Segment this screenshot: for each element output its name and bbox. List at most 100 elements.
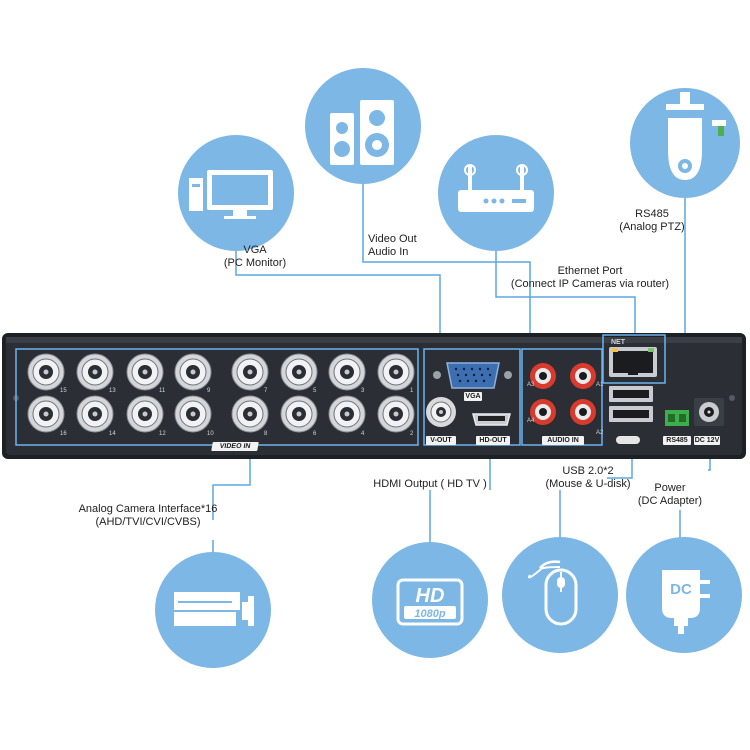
- audio-port-number: A4: [527, 418, 535, 424]
- bnc-connector: [126, 353, 164, 391]
- dvr-back-panel: [2, 333, 746, 459]
- ethernet-title: Ethernet Port: [557, 265, 623, 277]
- icon-circles: HD 1080p DC: [155, 68, 742, 668]
- line-video-audio: [362, 180, 531, 352]
- hdmi-port: [472, 413, 511, 426]
- line-analog-camera: [212, 450, 251, 520]
- audio-highlight: [521, 348, 603, 446]
- vga-title: VGA: [243, 244, 267, 256]
- hdmi-title: HDMI Output ( HD TV ): [373, 478, 487, 490]
- video-out-title: Video Out: [368, 233, 417, 245]
- bnc-connector: [231, 395, 269, 433]
- ptz-camera-icon: [630, 88, 740, 198]
- bnc-connector: [76, 353, 114, 391]
- usb-ports: [609, 386, 653, 444]
- port-number: 8: [264, 431, 268, 437]
- router-icon: [438, 135, 554, 251]
- port-number: 16: [60, 431, 67, 437]
- v-out-label: V-OUT: [426, 436, 456, 445]
- rca-connector: [570, 399, 596, 425]
- analog-camera-subtitle: (AHD/TVI/CVI/CVBS): [95, 516, 201, 528]
- rs485-label: RS485: [663, 436, 691, 445]
- svg-text:1080p: 1080p: [414, 608, 445, 620]
- line-ethernet: [495, 248, 636, 335]
- video-audio-callout: Video Out Audio In: [368, 233, 417, 259]
- dc12v-label: DC 12V: [694, 436, 720, 445]
- dc-adapter-icon: DC: [626, 537, 742, 653]
- vga-highlight: [423, 348, 521, 446]
- port-number: 11: [159, 388, 166, 394]
- net-label: NET: [611, 339, 625, 346]
- port-number: 3: [361, 388, 365, 394]
- port-number: 9: [207, 388, 211, 394]
- usb-title: USB 2.0*2: [562, 465, 614, 477]
- svg-text:HD: HD: [416, 585, 445, 607]
- net-highlight: [602, 334, 666, 384]
- port-number: 13: [109, 388, 116, 394]
- audio-port-number: A2: [596, 430, 604, 436]
- bnc-connector: [174, 353, 212, 391]
- video-in-label: VIDEO IN: [211, 442, 259, 451]
- rca-connector: [570, 363, 596, 389]
- svg-text:DC: DC: [670, 581, 692, 598]
- bnc-connectors: [27, 353, 415, 433]
- speaker-icon: [305, 68, 421, 184]
- bnc-connector: [377, 353, 415, 391]
- port-number: 4: [361, 431, 365, 437]
- rs485-title: RS485: [635, 208, 669, 220]
- port-number: 6: [313, 431, 317, 437]
- cctv-camera-icon: [155, 552, 271, 668]
- bnc-connector: [280, 395, 318, 433]
- rs485-subtitle: (Analog PTZ): [619, 221, 685, 233]
- dc-jack: [694, 398, 724, 426]
- port-number: 7: [264, 388, 268, 394]
- port-number: 5: [313, 388, 317, 394]
- usb-callout: USB 2.0*2 (Mouse & U-disk): [546, 465, 631, 491]
- ethernet-callout: Ethernet Port (Connect IP Cameras via ro…: [511, 265, 669, 291]
- vga-port: [433, 362, 512, 389]
- rs485-callout: RS485 (Analog PTZ): [619, 208, 684, 234]
- line-vga: [235, 240, 441, 345]
- audio-in-connectors: [530, 363, 596, 425]
- ethernet-port: [609, 347, 657, 377]
- port-number: 10: [207, 431, 214, 437]
- bnc-connector: [76, 395, 114, 433]
- power-callout: Power (DC Adapter): [638, 482, 702, 508]
- port-number: 12: [159, 431, 166, 437]
- audio-in-title: Audio In: [368, 246, 409, 258]
- bnc-connector: [126, 395, 164, 433]
- hd-out-label: HD-OUT: [476, 436, 510, 445]
- vga-subtitle: (PC Monitor): [223, 257, 287, 269]
- audio-port-number: A1: [596, 382, 604, 388]
- power-subtitle: (DC Adapter): [637, 495, 703, 507]
- bnc-connector: [328, 395, 366, 433]
- analog-camera-title: Analog Camera Interface*16: [78, 503, 218, 515]
- rs485-terminal: [665, 410, 689, 426]
- analog-camera-callout: Analog Camera Interface*16 (AHD/TVI/CVI/…: [79, 503, 218, 529]
- port-number: 14: [109, 431, 116, 437]
- bnc-connector: [280, 353, 318, 391]
- port-number: 1: [410, 388, 414, 394]
- hdmi-callout: HDMI Output ( HD TV ): [373, 478, 486, 491]
- power-title: Power: [654, 482, 686, 494]
- bnc-connector: [174, 395, 212, 433]
- ethernet-subtitle: (Connect IP Cameras via router): [510, 278, 670, 290]
- bnc-connector: [27, 395, 65, 433]
- usb-subtitle: (Mouse & U-disk): [545, 478, 631, 490]
- bnc-connector: [27, 353, 65, 391]
- bnc-connector: [328, 353, 366, 391]
- bnc-connector: [377, 395, 415, 433]
- port-number: 15: [60, 388, 67, 394]
- v-out-connector: [426, 397, 456, 427]
- rca-connector: [530, 399, 556, 425]
- rca-connector: [530, 363, 556, 389]
- vga-callout: VGA (PC Monitor): [224, 244, 286, 270]
- vga-label: VGA: [464, 392, 482, 401]
- hd-1080p-icon: HD 1080p: [372, 542, 488, 658]
- port-number: 2: [410, 431, 414, 437]
- audio-port-number: A3: [527, 382, 535, 388]
- mouse-icon: [502, 537, 618, 653]
- pc-monitor-icon: [178, 135, 294, 251]
- bnc-connector: [231, 353, 269, 391]
